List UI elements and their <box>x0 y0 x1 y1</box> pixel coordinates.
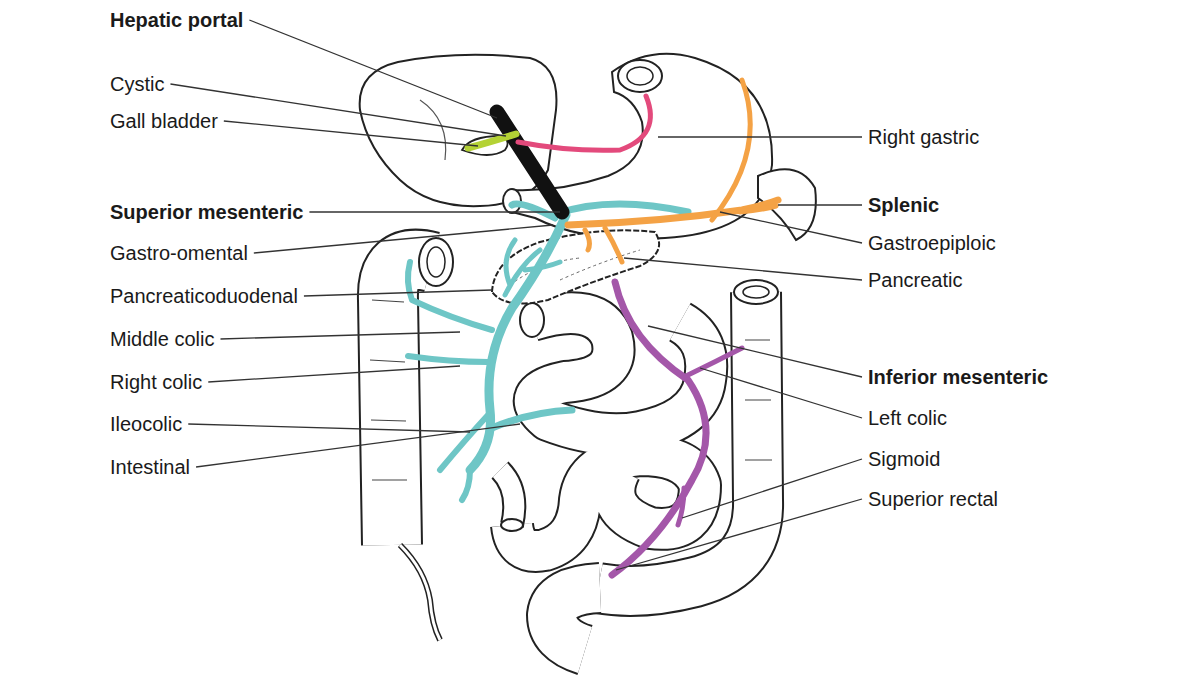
leader-line <box>224 121 478 146</box>
part-label: Ileocolic <box>110 413 182 435</box>
leader-line <box>196 424 520 467</box>
part-label: Gall bladder <box>110 110 218 132</box>
label-wrap: Hepatic portal <box>110 8 243 32</box>
leader-line <box>254 225 553 253</box>
part-label: Gastroepiploic <box>868 232 996 254</box>
leader-line <box>658 136 862 137</box>
part-label: Gastro-omental <box>110 242 248 264</box>
leader-line <box>220 332 460 339</box>
label-wrap: Inferior mesenteric <box>868 365 1048 389</box>
leader-line <box>208 366 460 382</box>
part-label: Superior rectal <box>868 488 998 510</box>
label-wrap: Gall bladder <box>110 109 218 133</box>
label-wrap: Sigmoid <box>868 447 940 471</box>
part-label: Pancreaticoduodenal <box>110 285 298 307</box>
part-label: Pancreatic <box>868 269 963 291</box>
veins <box>408 80 778 575</box>
leader-line <box>720 212 862 243</box>
label-wrap: Pancreaticoduodenal <box>110 284 298 308</box>
leader-line <box>249 20 497 118</box>
label-wrap: Right gastric <box>868 125 979 149</box>
label-wrap: Pancreatic <box>868 268 963 292</box>
part-label: Hepatic portal <box>110 9 243 31</box>
part-label: Right colic <box>110 371 202 393</box>
pancreas <box>492 230 659 303</box>
leader-line <box>778 204 862 205</box>
label-wrap: Superior rectal <box>868 487 998 511</box>
part-label: Right gastric <box>868 126 979 148</box>
part-label: Sigmoid <box>868 448 940 470</box>
part-label: Superior mesenteric <box>110 201 303 223</box>
label-wrap: Cystic <box>110 72 164 96</box>
label-wrap: Left colic <box>868 406 947 430</box>
leader-line <box>304 290 492 296</box>
label-wrap: Intestinal <box>110 455 190 479</box>
leader-line <box>700 368 862 418</box>
leader-line <box>309 211 560 212</box>
part-label: Intestinal <box>110 456 190 478</box>
leader-line <box>624 258 862 280</box>
part-label: Splenic <box>868 194 939 216</box>
part-label: Left colic <box>868 407 947 429</box>
part-label: Cystic <box>110 73 164 95</box>
label-wrap: Ileocolic <box>110 412 182 436</box>
leader-line <box>188 424 470 432</box>
label-wrap: Superior mesenteric <box>110 200 303 224</box>
large-intestine <box>370 238 778 650</box>
label-wrap: Splenic <box>868 193 939 217</box>
part-label: Inferior mesenteric <box>868 366 1048 388</box>
part-label: Middle colic <box>110 328 214 350</box>
liver <box>360 55 557 206</box>
label-wrap: Gastroepiploic <box>868 231 996 255</box>
leader-line <box>682 459 862 518</box>
label-wrap: Right colic <box>110 370 202 394</box>
leader-line <box>616 499 862 570</box>
label-wrap: Middle colic <box>110 327 214 351</box>
leader-line <box>170 84 506 136</box>
label-wrap: Gastro-omental <box>110 241 248 265</box>
leader-line <box>648 326 862 377</box>
